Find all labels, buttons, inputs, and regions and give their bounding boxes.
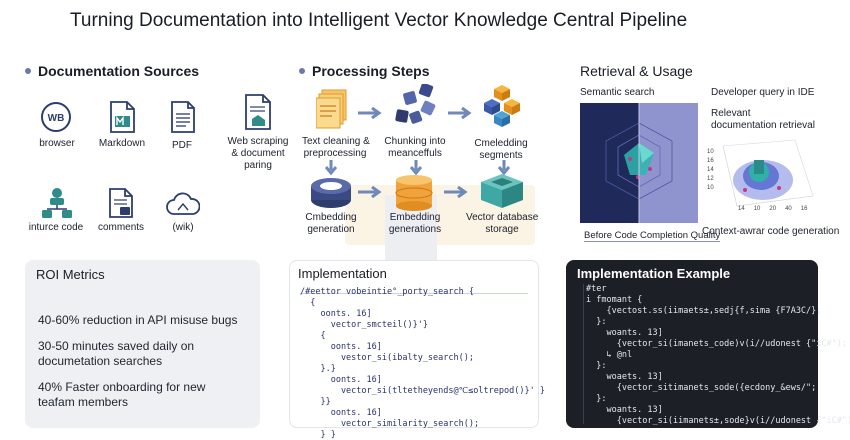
org-chart-icon	[42, 188, 72, 218]
implementation-example-heading: Implementation Example	[577, 266, 731, 281]
text-cleaning-icon	[315, 88, 350, 135]
bullet-icon	[299, 68, 305, 74]
roi-item: 40-60% reduction in API misuse bugs	[38, 313, 238, 327]
web-globe-icon: WB	[41, 102, 71, 132]
source-label: inturce code	[28, 222, 84, 233]
example-code: #ter i fmomant { {vectost.ss(iimaets±,se…	[586, 284, 850, 426]
markdown-icon	[110, 101, 135, 133]
source-label: Markdown	[98, 138, 146, 149]
before-after-label: Before Code Completion Quality	[584, 230, 721, 242]
step-label: Cmeledding	[474, 138, 528, 149]
context-aware-label: Context-awrar code generation	[702, 226, 840, 237]
code-gutter	[576, 284, 584, 424]
arrow-right-icon	[358, 186, 382, 198]
axis-y-ticks: 10 16 14 12 10	[707, 149, 714, 191]
step-label: Cmbedding	[305, 212, 357, 223]
arrow-down-icon	[324, 160, 338, 176]
step-label: preprocessing	[303, 148, 367, 159]
roi-heading: ROI Metrics	[36, 267, 105, 282]
section-heading-retrieval: Retrieval & Usage	[580, 63, 693, 79]
pdf-document-icon	[171, 101, 195, 133]
implementation-panel	[289, 260, 539, 428]
relevant-label-1: Relevant	[711, 108, 751, 119]
source-comments[interactable]	[107, 187, 135, 224]
semantic-search-visual	[580, 103, 698, 228]
cloud-icon	[166, 192, 201, 215]
code-header-rule	[300, 284, 528, 294]
roi-item: 30-50 minutes saved daily on documetatio…	[38, 339, 195, 368]
step-label: Vector database	[466, 212, 539, 223]
relevant-label-2: documentation retrieval	[711, 120, 815, 131]
scraping-label-1: Web scraping	[227, 136, 289, 147]
step-label: generations	[388, 224, 442, 235]
vector-storage-icon	[477, 172, 527, 215]
source-browser[interactable]: WB	[40, 101, 72, 138]
step-label: Chunking into	[384, 136, 446, 147]
arrow-right-icon	[444, 186, 468, 198]
svg-text:WB: WB	[48, 113, 65, 124]
scraping-label-2: & document	[231, 148, 285, 159]
source-code[interactable]	[40, 186, 74, 225]
implementation-code: /#eettor vobeintie°_porty_search { { oon…	[300, 287, 545, 440]
source-label: PDF	[172, 140, 192, 151]
source-pdf[interactable]	[170, 100, 196, 139]
developer-query-label: Developer query in IDE	[711, 87, 815, 98]
comment-document-icon	[109, 188, 133, 218]
step-label: generation	[307, 224, 355, 235]
bullet-icon	[25, 68, 31, 74]
chunking-icon	[392, 82, 440, 133]
database-icon	[394, 174, 434, 217]
arrow-down-icon	[497, 160, 511, 176]
step-label: meanceffuls	[388, 148, 442, 159]
source-label: (wik)	[172, 222, 194, 233]
source-label: comments	[97, 222, 145, 233]
implementation-heading: Implementation	[298, 266, 387, 281]
scraping-label-3: paring	[244, 160, 272, 171]
arrow-right-icon	[358, 107, 382, 119]
step-label: Text cleaning &	[302, 136, 370, 147]
step-label: storage	[485, 224, 519, 235]
source-wiki[interactable]	[166, 190, 201, 223]
semantic-search-label: Semantic search	[580, 87, 655, 98]
section-heading-processing: Processing Steps	[299, 63, 430, 79]
embedding-cubes-icon	[480, 85, 526, 136]
implementation-example-panel	[566, 260, 818, 428]
page-title: Turning Documentation into Intelligent V…	[70, 10, 688, 31]
web-scraping-icon	[243, 93, 273, 136]
section-heading-sources: Documentation Sources	[25, 63, 199, 79]
roi-item: 40% Faster onboarding for new teafam mem…	[38, 380, 206, 409]
source-label: browser	[39, 138, 75, 149]
arrow-down-icon	[409, 160, 423, 176]
axis-x-ticks: 14 10 20 40 16	[738, 206, 808, 212]
step-label: segments	[479, 150, 523, 161]
embedding-ring-icon	[309, 176, 353, 215]
roi-panel	[25, 260, 260, 428]
source-markdown[interactable]	[108, 100, 136, 139]
retrieval-3d-visual	[705, 136, 823, 223]
arrow-right-icon	[448, 107, 472, 119]
step-label: Embedding	[389, 212, 441, 223]
